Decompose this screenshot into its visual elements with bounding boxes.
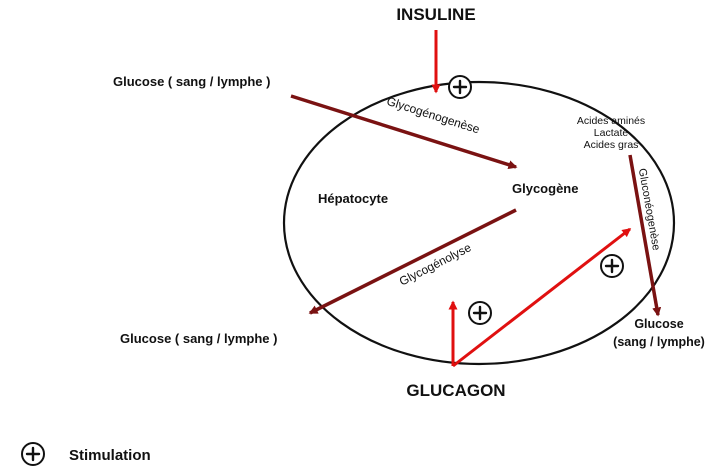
- legend-stimulation-icon: [21, 442, 45, 466]
- hepatocyte-label: Hépatocyte: [318, 191, 388, 206]
- glucose-output-label: Glucose ( sang / lymphe ): [120, 331, 277, 346]
- stimulation-glucagon-glycogenolysis-icon: [468, 301, 492, 325]
- insuline-label: INSULINE: [396, 5, 475, 24]
- stimulation-insulin-icon: [448, 75, 472, 99]
- legend-stimulation-label: Stimulation: [69, 447, 151, 464]
- glucose-right-label-line1: Glucose: [634, 317, 683, 331]
- glycogene-label: Glycogène: [512, 181, 578, 196]
- hepatocyte-cell-outline: [282, 80, 676, 366]
- acides-gras-label: Acides gras: [584, 139, 639, 151]
- glucagon-arrow-diagonal: [452, 227, 632, 368]
- gluconeogenesis-arrow: [628, 154, 662, 317]
- lactate-label: Lactate: [594, 127, 629, 139]
- glucagon-label: GLUCAGON: [406, 381, 505, 400]
- glucose-right-label-line2: (sang / lymphe): [613, 335, 705, 349]
- stimulation-glucagon-gluconeogenesis-icon: [600, 254, 624, 278]
- glycogenolysis-arrow: [308, 208, 517, 315]
- glucose-input-label: Glucose ( sang / lymphe ): [113, 74, 270, 89]
- glycogenogenesis-arrow: [290, 94, 518, 170]
- acides-amines-label: Acides aminés: [577, 115, 645, 127]
